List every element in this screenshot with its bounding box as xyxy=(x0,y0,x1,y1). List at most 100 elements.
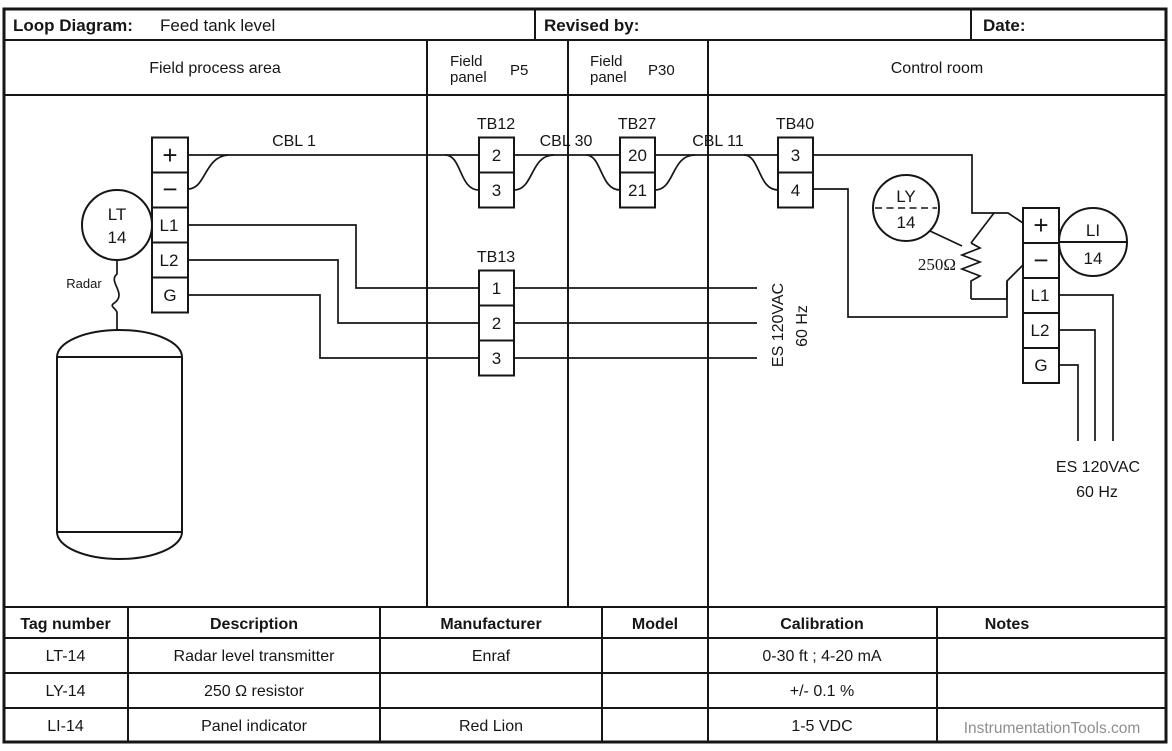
li-indicator: + − L1 L2 G LI 14 xyxy=(1022,207,1128,384)
tb12-terminal-2: 2 xyxy=(492,146,501,165)
tb13-label: TB13 xyxy=(477,249,515,266)
tb13-block: TB13 1 2 3 xyxy=(477,249,515,377)
es-panel-source: ES 120VAC 60 Hz xyxy=(1056,459,1140,501)
header-model: Model xyxy=(632,616,678,633)
ly-resistor-bubble: LY 14 250Ω xyxy=(872,174,963,274)
header-tag-number: Tag number xyxy=(20,616,110,633)
cell-calibration: +/- 0.1 % xyxy=(790,683,854,700)
table-row-lt14: LT-14 Radar level transmitter Enraf 0-30… xyxy=(46,648,882,665)
radar-type-label: Radar xyxy=(66,276,102,291)
lt-terminal-minus-label: − xyxy=(162,174,177,204)
wire-swoop-out-tb27-21 xyxy=(654,154,696,191)
es-field-line2: 60 Hz xyxy=(794,305,811,347)
wire-tb40-4-to-li-minus xyxy=(813,188,1008,318)
control-room-label: Control room xyxy=(891,60,983,77)
resistor-zigzag xyxy=(959,242,983,299)
es-panel-line1: ES 120VAC xyxy=(1056,459,1140,476)
li-terminal-l1-label: L1 xyxy=(1031,286,1050,305)
tb13-terminal-2: 2 xyxy=(492,314,501,333)
field-process-area-label: Field process area xyxy=(149,60,281,77)
resistor-value-label: 250Ω xyxy=(918,255,956,274)
wire-swoop-into-tb27-21 xyxy=(585,154,621,191)
li-terminal-g-label: G xyxy=(1034,356,1047,375)
cell-tag: LI-14 xyxy=(47,718,84,735)
tb27-block: TB27 20 21 xyxy=(618,116,656,209)
tb13-terminal-1-box xyxy=(478,269,515,307)
ly-tag-number: 14 xyxy=(897,213,916,232)
wire-lt-minus-swoop xyxy=(187,154,229,190)
tb27-terminal-20-box xyxy=(619,136,656,174)
wire-swoop-out-tb12-3 xyxy=(513,154,555,191)
loop-diagram-value: Feed tank level xyxy=(160,16,275,35)
tb13-terminal-3: 3 xyxy=(492,349,501,368)
li-terminal-plus-box xyxy=(1022,207,1060,244)
li-terminal-l2-label: L2 xyxy=(1031,321,1050,340)
title-block: Loop Diagram: Feed tank level Revised by… xyxy=(13,16,1026,35)
wire-li-g-to-es xyxy=(1059,364,1079,441)
cable-labels: CBL 1 CBL 30 CBL 11 xyxy=(272,133,744,150)
date-label: Date: xyxy=(983,16,1026,35)
table-row-ly14: LY-14 250 Ω resistor +/- 0.1 % xyxy=(45,683,854,700)
tb13-terminal-1: 1 xyxy=(492,279,501,298)
cell-calibration: 1-5 VDC xyxy=(791,718,852,735)
cell-manufacturer: Red Lion xyxy=(459,718,523,735)
tb40-terminal-4: 4 xyxy=(791,181,800,200)
li-terminal-plus-label: + xyxy=(1033,210,1048,240)
wire-li-l2-to-es xyxy=(1059,329,1096,441)
cell-description: Radar level transmitter xyxy=(174,648,336,665)
cell-calibration: 0-30 ft ; 4-20 mA xyxy=(762,648,881,665)
lt-tag-function: LT xyxy=(108,205,127,224)
tb13-terminal-3-box xyxy=(478,339,515,377)
tank-top-dome xyxy=(56,329,183,358)
cell-manufacturer: Enraf xyxy=(472,648,511,665)
es-field-source: ES 120VAC 60 Hz xyxy=(770,283,811,367)
wire-lt-l1-to-tb13 xyxy=(188,224,479,289)
tb27-terminal-21-box xyxy=(619,171,656,209)
wire-lt-l2-to-tb13 xyxy=(188,259,479,324)
tb40-label: TB40 xyxy=(776,116,814,133)
area-header: Field process area Field panel P5 Field … xyxy=(149,53,983,86)
wire-branch-to-resistor xyxy=(970,212,995,244)
wire-lt-g-to-tb13 xyxy=(188,294,479,359)
wire-resistor-to-li-minus xyxy=(971,264,1024,300)
cell-tag: LY-14 xyxy=(45,683,85,700)
tb12-terminal-3: 3 xyxy=(492,181,501,200)
tb40-block: TB40 3 4 xyxy=(776,116,814,209)
lt-instrument-bubble xyxy=(81,189,153,261)
outer-border xyxy=(2,7,1168,744)
es-panel-line2: 60 Hz xyxy=(1076,484,1118,501)
li-tag-function: LI xyxy=(1086,221,1100,240)
lt-transmitter: LT 14 + − L1 L2 G Radar xyxy=(66,136,189,331)
tb12-terminal-3-box xyxy=(478,171,515,209)
li-tag-number: 14 xyxy=(1084,249,1103,268)
tb12-block: TB12 2 3 xyxy=(477,116,515,209)
cell-tag: LT-14 xyxy=(46,648,86,665)
cell-description: 250 Ω resistor xyxy=(204,683,305,700)
wire-swoop-into-tb12-3 xyxy=(444,154,480,191)
lt-terminal-g-label: G xyxy=(163,286,176,305)
field-panel-p30-word2: panel xyxy=(590,69,627,86)
tb12-label: TB12 xyxy=(477,116,515,133)
header-manufacturer: Manufacturer xyxy=(440,616,541,633)
signal-wiring xyxy=(187,154,1024,318)
tb27-terminal-21: 21 xyxy=(628,181,647,200)
lt-terminal-plus-label: + xyxy=(162,140,177,170)
cell-description: Panel indicator xyxy=(201,718,308,735)
field-panel-p30-id: P30 xyxy=(648,62,675,79)
tb27-label: TB27 xyxy=(618,116,656,133)
tank-bottom-dome xyxy=(56,531,183,560)
ly-leader-line xyxy=(929,230,963,247)
ly-instrument-bubble xyxy=(872,174,940,242)
ly-tag-function: LY xyxy=(896,187,916,206)
spec-table: Tag number Description Manufacturer Mode… xyxy=(20,616,1140,737)
lt-terminal-minus-box xyxy=(151,171,189,209)
wire-swoop-into-tb40-4 xyxy=(743,154,779,191)
header-calibration: Calibration xyxy=(780,616,864,633)
sheet-grid xyxy=(2,7,1168,744)
li-terminal-g-box xyxy=(1022,347,1060,384)
table-row-li14: LI-14 Panel indicator Red Lion 1-5 VDC I… xyxy=(47,718,1140,737)
es-field-line1: ES 120VAC xyxy=(770,283,787,367)
tb27-terminal-20: 20 xyxy=(628,146,647,165)
